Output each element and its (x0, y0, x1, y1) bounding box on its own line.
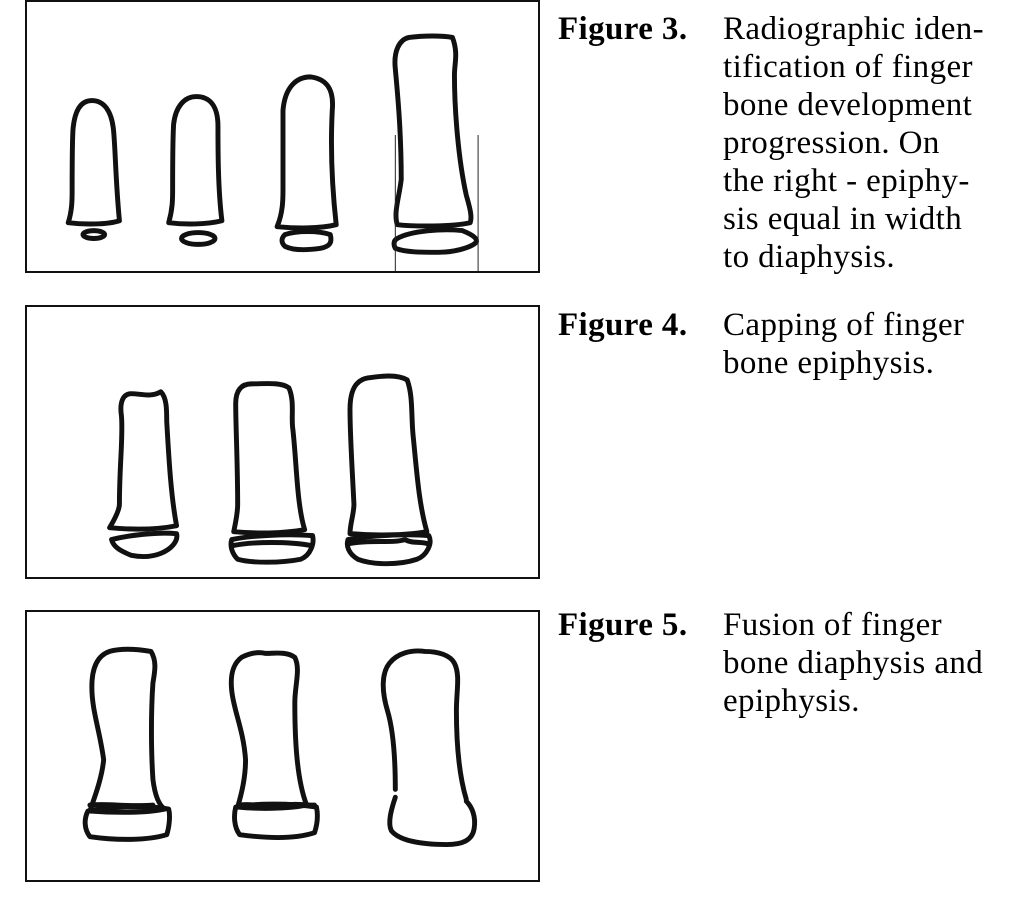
figure-3-label: Figure 3. (558, 11, 688, 47)
figure-5-bone-2-diaphysis (228, 650, 310, 811)
figure-4-bone-1-diaphysis (107, 389, 180, 532)
figure-3-drawing (65, 33, 479, 271)
figure-3-caption-body: Radiographic iden- tification of finger … (723, 10, 995, 276)
figure-3-caption-line: sis equal in width (723, 201, 963, 237)
figure-3-bone-4-epiphysis (391, 227, 479, 255)
figure-4-bone-2-growth-line (231, 540, 314, 548)
figure-3-caption-line: bone development (723, 87, 973, 123)
figure-4-panel (25, 305, 540, 579)
figure-5-label: Figure 5. (558, 607, 688, 643)
figure-3-bone-1-epiphysis (80, 228, 108, 241)
figure-5-caption-line: Fusion of finger (723, 607, 943, 643)
figure-3-panel (25, 0, 540, 273)
figure-4-caption: Figure 4. Capping of finger bone epiphys… (558, 306, 995, 382)
figure-3-bone-2-diaphysis (166, 94, 225, 227)
figure-4-bone-1-epiphysis (109, 530, 180, 560)
figure-4-bone-3-growth-line (347, 537, 430, 546)
figure-3-bone-3-diaphysis (274, 74, 339, 231)
figure-3-caption: Figure 3. Radiographic iden- tification … (558, 10, 995, 276)
figure-5-caption-body: Fusion of finger bone diaphysis and epip… (723, 606, 995, 720)
figure-5-caption-line: epiphysis. (723, 683, 860, 719)
figure-4-label: Figure 4. (558, 307, 688, 343)
figure-5-bone-3-epiphysis (387, 794, 478, 847)
figure-4-bone-3-diaphysis (347, 373, 430, 538)
figure-4-caption-line: Capping of finger (723, 307, 965, 343)
figure-5-drawing (82, 646, 478, 847)
figure-3-bone-2-epiphysis (179, 230, 218, 247)
figure-5-bone-2-fusion-line (237, 801, 317, 809)
figure-4-bone-2-epiphysis (228, 532, 316, 565)
figure-3-bone-4-diaphysis (392, 33, 474, 229)
figure-3-caption-line: to diaphysis. (723, 239, 896, 275)
figure-3-caption-line: Radiographic iden- (723, 11, 985, 47)
figure-4-bone-2-diaphysis (231, 381, 308, 536)
figure-5-caption-line: bone diaphysis and (723, 645, 984, 681)
figure-5-panel (25, 610, 540, 882)
figure-3-bone-1-diaphysis (65, 98, 122, 227)
figure-4-bone-3-epiphysis (344, 532, 433, 567)
figure-3-caption-line: progression. On (723, 125, 940, 161)
figure-4-drawing (107, 373, 433, 567)
figure-4-caption-body: Capping of finger bone epiphysis. (723, 306, 995, 382)
figure-3-bone-3-epiphysis (279, 229, 334, 253)
figure-5-caption: Figure 5. Fusion of finger bone diaphysi… (558, 606, 995, 720)
figure-3-caption-line: the right - epiphy- (723, 163, 970, 199)
figure-4-caption-line: bone epiphysis. (723, 345, 935, 381)
figure-5-bone-1-fusion-line (87, 802, 156, 809)
figure-5-bone-3-diaphysis (380, 648, 469, 802)
figure-5-bone-1-diaphysis (87, 646, 168, 815)
figure-3-caption-line: tification of finger (723, 49, 973, 85)
